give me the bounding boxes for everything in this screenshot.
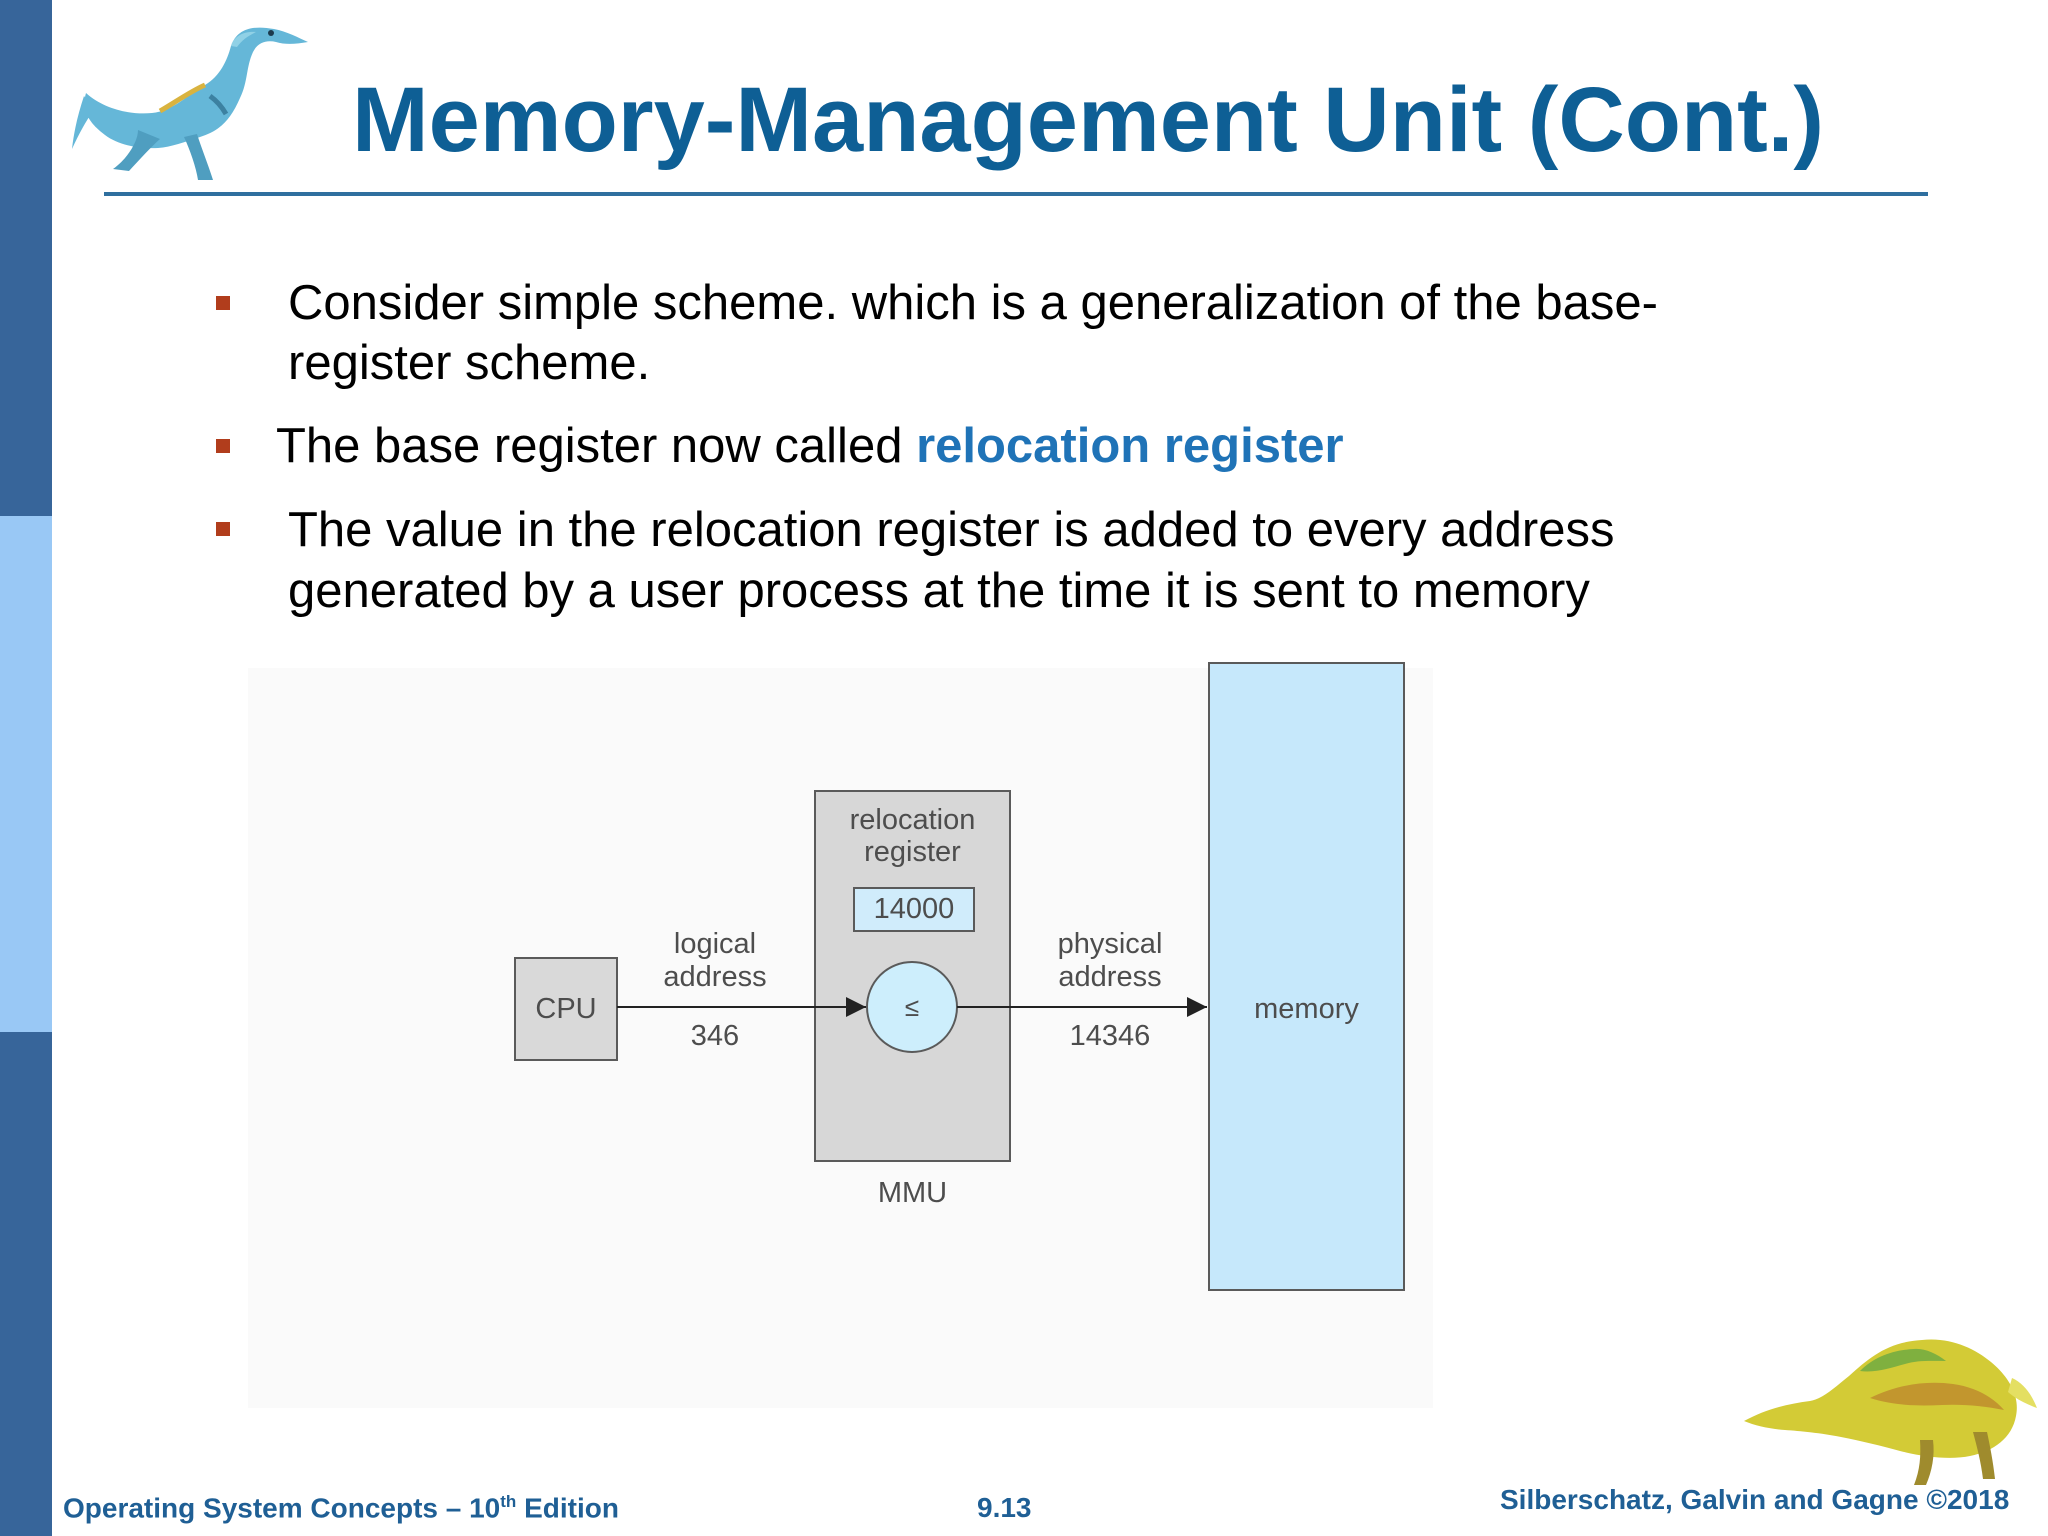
relocation-register-highlight: relocation register [916,419,1344,473]
logical-address-label-line-2: address [663,960,767,993]
mmu-label: MMU [877,1176,948,1209]
physical-address-label-line-1: physical [1057,927,1163,960]
footer-book-title: Operating System Concepts – 10th Edition [63,1492,619,1524]
bullet-2-text: The base register now called relocation … [276,417,1344,476]
page-title: Memory-Management Unit (Cont.) [352,69,1824,171]
bullet-icon [216,296,230,310]
bullet-2-prefix: The base register now called [276,419,917,473]
relocation-value-box [853,887,975,932]
dinosaur-logo-bottom [1744,1339,2037,1485]
bullet-3-line-1: The value in the relocation register is … [288,503,1615,557]
footer-book-title-prefix: Operating System Concepts – 10 [63,1492,501,1524]
relocation-register-label-line-1: relocation [849,803,976,836]
adder-symbol: ≤ [904,991,920,1022]
relocation-register-value: 14000 [873,893,955,925]
cpu-label: CPU [535,992,597,1025]
memory-label: memory [1254,992,1359,1025]
memory-box [1208,662,1405,1291]
footer-page-number: 9.13 [977,1492,1032,1523]
physical-address-value: 14346 [1069,1019,1151,1052]
footer-book-title-suffix: Edition [516,1492,619,1524]
bullet-1-line-1: Consider simple scheme. which is a gener… [288,276,1658,330]
title-divider [104,192,1928,196]
dinosaur-logo-top [72,27,308,180]
cpu-box [514,957,618,1061]
mmu-box [814,790,1011,1162]
left-sidebar-accent [0,516,52,1032]
bullet-icon [216,522,230,536]
logical-address-value: 346 [690,1019,740,1052]
logical-address-label-line-1: logical [673,927,757,960]
footer-authors: Silberschatz, Galvin and Gagne ©2018 [1500,1484,2010,1515]
bullet-icon [216,439,230,453]
physical-address-label-line-2: address [1058,960,1162,993]
bullet-1-line-2: register scheme. [288,336,651,390]
relocation-register-label-line-2: register [864,835,961,868]
footer-book-title-superscript: th [500,1492,517,1511]
bullet-3-line-2: generated by a user process at the time … [288,564,1590,618]
